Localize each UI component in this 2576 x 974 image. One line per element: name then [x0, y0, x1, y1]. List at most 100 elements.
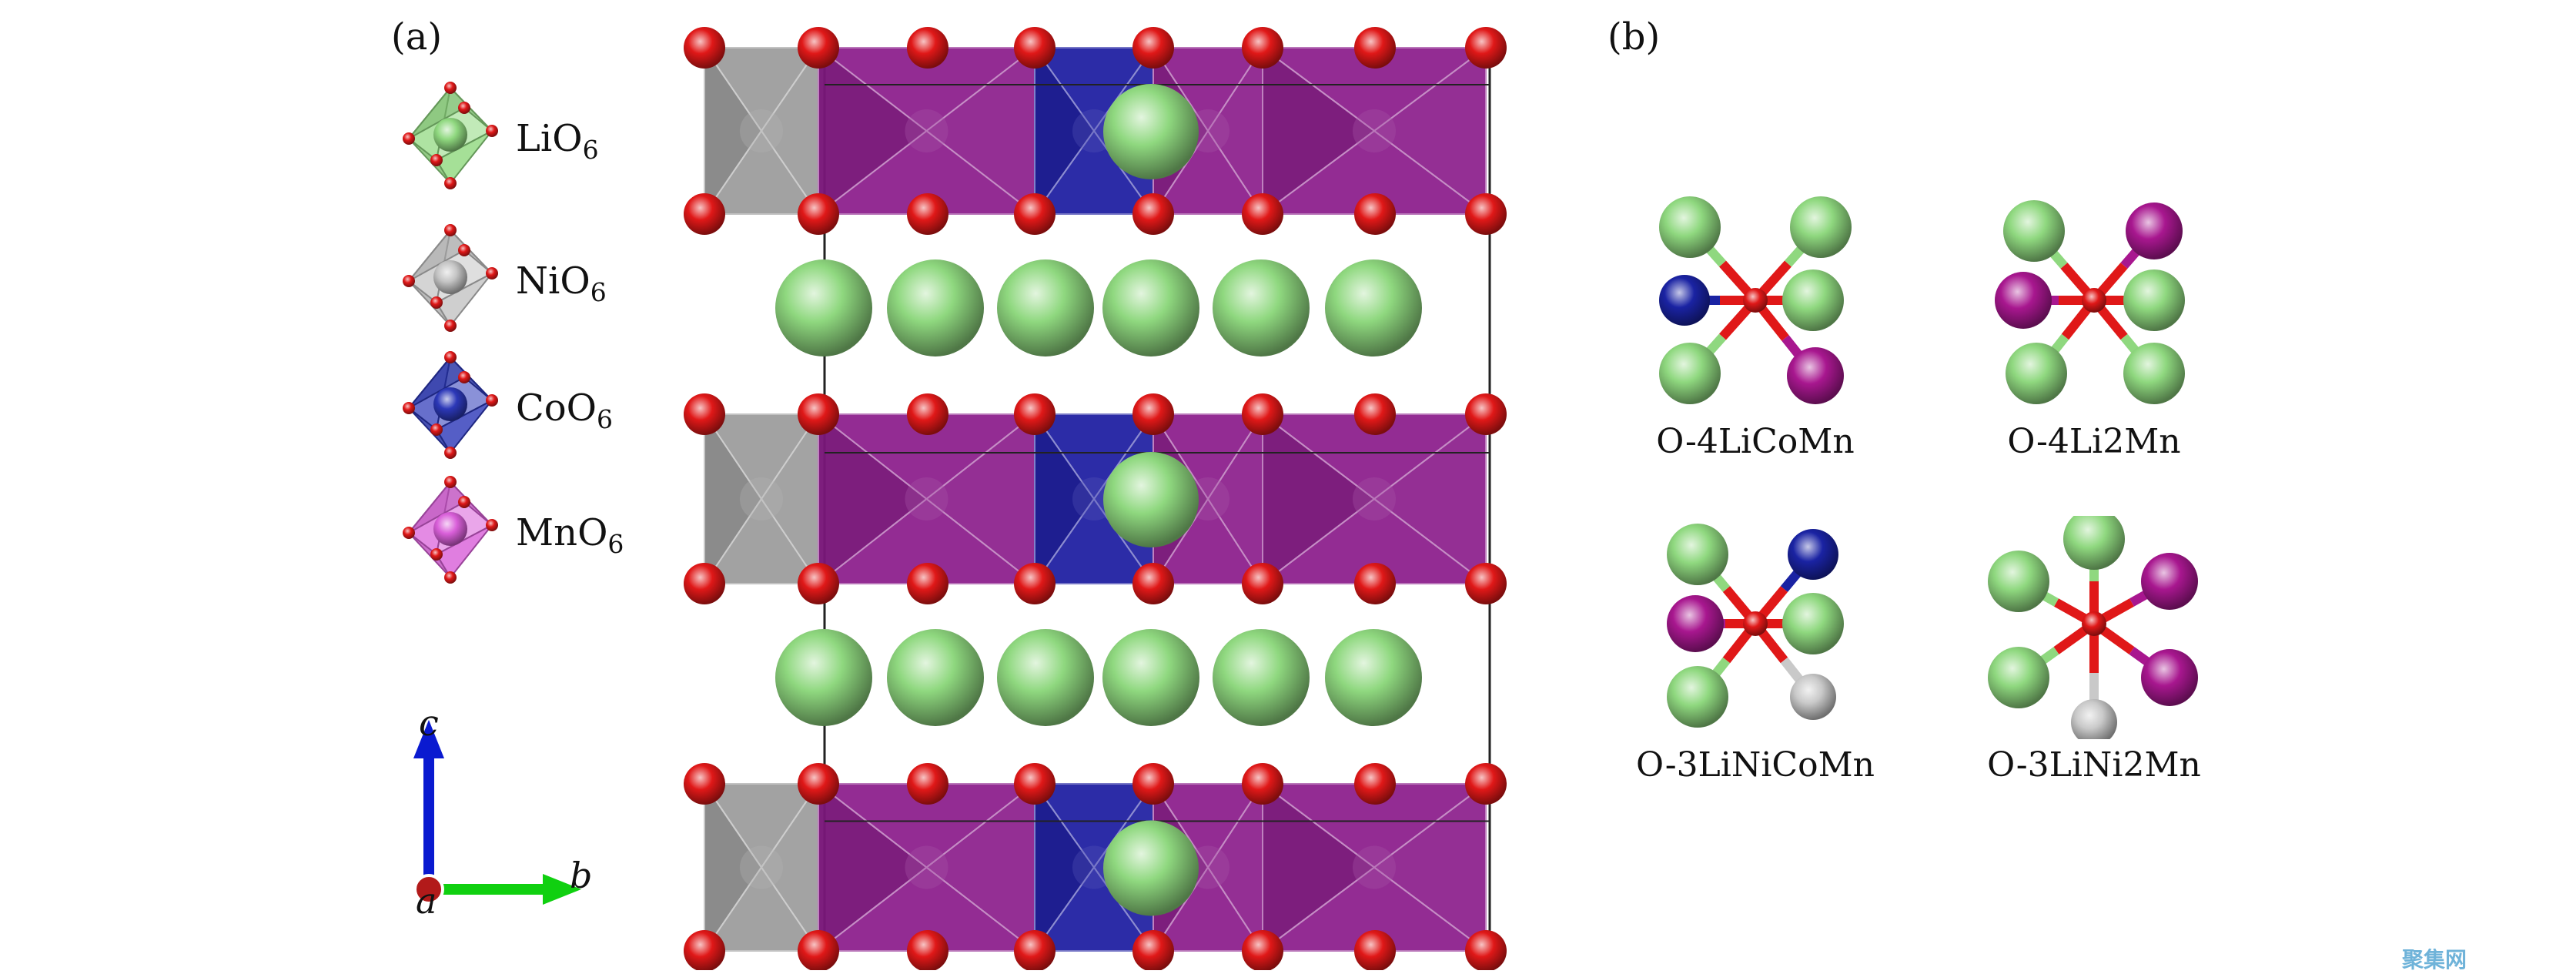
lithium-atom: [1103, 820, 1199, 916]
oxygen-atom: [444, 177, 457, 189]
polyhedron-edge: [818, 47, 1035, 215]
oxygen-atom: [403, 527, 415, 539]
oxygen-atom: [907, 763, 948, 805]
lithium-atom: [2123, 343, 2185, 404]
manganese-atom: [2141, 649, 2198, 706]
central-cation: [905, 109, 948, 152]
lithium-atom: [887, 259, 984, 356]
lithium-atom: [887, 629, 984, 726]
central-cation: [1353, 477, 1396, 520]
lithium-atom: [1782, 269, 1844, 331]
manganese-atom: [1995, 272, 2052, 329]
legend-item-mno6: MnO6: [396, 471, 674, 594]
central-cation: [433, 118, 467, 152]
oxygen-atom: [1354, 27, 1396, 69]
oxygen-atom: [1242, 763, 1283, 805]
oxygen-atom: [684, 563, 725, 604]
oxygen-atom: [798, 563, 839, 604]
oxygen-atom: [444, 351, 457, 363]
polyhedron-edge: [1153, 47, 1263, 215]
central-oxygen-atom: [2082, 288, 2106, 313]
oxygen-atom: [1014, 763, 1055, 805]
cluster-o-4licomn: O-4LiCoMn: [1540, 192, 1971, 461]
oxygen-atom: [907, 930, 948, 970]
oxygen-atom: [444, 571, 457, 584]
cluster-o-3lini2mn: O-3LiNi2Mn: [1878, 516, 2310, 785]
central-cation: [1353, 109, 1396, 152]
oxygen-atom: [1242, 27, 1283, 69]
lithium-atom: [997, 259, 1094, 356]
central-cation: [740, 477, 783, 520]
legend-item-lio6: LiO6: [396, 77, 674, 200]
octahedron-face: [435, 273, 493, 327]
lithium-atom: [1988, 647, 2049, 708]
oxygen-atom: [1354, 763, 1396, 805]
lithium-atom: [1213, 629, 1310, 726]
oxygen-atom: [907, 563, 948, 604]
oxygen-atom: [1465, 193, 1507, 235]
legend-name: MnO: [516, 511, 608, 554]
polyhedron-edge: [704, 413, 819, 584]
legend-subscript: 6: [596, 404, 613, 434]
oxygen-atom: [430, 154, 443, 166]
central-cation: [1353, 845, 1396, 889]
central-cation: [433, 260, 467, 294]
oxygen-atom: [1014, 193, 1055, 235]
lithium-atom: [1102, 629, 1199, 726]
octahedron-face: [435, 400, 493, 454]
cluster-o-4li2mn: O-4Li2Mn: [1878, 192, 2310, 461]
lithium-atom: [997, 629, 1094, 726]
nickel-atom: [1790, 674, 1836, 720]
central-oxygen-atom: [1743, 288, 1768, 313]
oxygen-atom: [1465, 393, 1507, 435]
watermark-logo: 聚集网: [2402, 947, 2467, 972]
a-axis-marker: [413, 874, 444, 905]
oxygen-atom: [1014, 27, 1055, 69]
oxygen-atom: [1132, 563, 1174, 604]
oxygen-atom: [486, 267, 498, 279]
central-cation: [433, 512, 467, 546]
oxygen-atom: [403, 275, 415, 287]
lithium-atom: [2003, 200, 2065, 262]
oxygen-atom: [1132, 27, 1174, 69]
crystal-structure-view: [684, 27, 1507, 970]
oxygen-atom: [1354, 393, 1396, 435]
manganese-atom: [2126, 202, 2183, 259]
oxygen-atom: [798, 27, 839, 69]
oxygen-atom: [1014, 930, 1055, 970]
cluster-o-3linicomn: O-3LiNiCoMn: [1540, 516, 1971, 785]
oxygen-atom: [1465, 930, 1507, 970]
oxygen-atom: [684, 763, 725, 805]
lithium-atom: [2123, 269, 2185, 331]
legend-item-coo6: CoO6: [396, 346, 674, 470]
central-cation: [905, 845, 948, 889]
oxygen-atom: [486, 125, 498, 137]
oxygen-atom: [684, 393, 725, 435]
oxygen-atom: [907, 27, 948, 69]
central-cation: [905, 477, 948, 520]
manganese-atom: [1787, 347, 1844, 404]
oxygen-atom: [1132, 393, 1174, 435]
nio6-octahedron-icon: [403, 224, 498, 332]
oxygen-atom: [1242, 193, 1283, 235]
crystal-axes-indicator: [413, 720, 581, 905]
oxygen-atom: [1014, 393, 1055, 435]
central-cation: [740, 109, 783, 152]
polyhedron-edge: [1034, 783, 1154, 952]
oxygen-atom: [1242, 930, 1283, 970]
central-cation: [740, 845, 783, 889]
oxygen-atom: [403, 402, 415, 414]
lithium-atom: [1659, 343, 1721, 404]
oxygen-atom: [684, 193, 725, 235]
cobalt-atom: [1659, 275, 1710, 326]
oxygen-atom: [458, 496, 470, 508]
polyhedron-edge: [704, 783, 819, 952]
legend-subscript: 6: [590, 277, 607, 307]
panel-b-label: (b): [1607, 15, 1661, 59]
b-axis-arrowhead: [543, 874, 581, 905]
lithium-atom: [2063, 516, 2125, 570]
oxygen-atom: [1132, 930, 1174, 970]
panel-a-label: (a): [391, 15, 443, 59]
cluster-diagram: [1659, 196, 1852, 404]
oxygen-atom: [798, 763, 839, 805]
